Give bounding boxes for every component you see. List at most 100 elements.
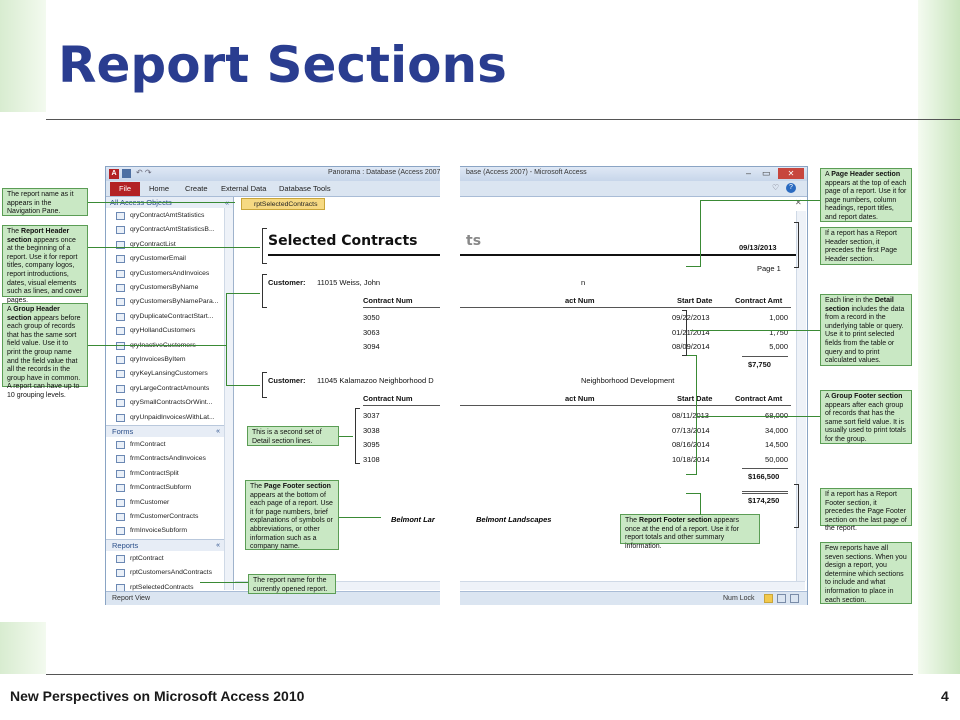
- connector-group-header-2: [226, 385, 260, 386]
- connector-page-footer: [339, 517, 381, 518]
- group-total-rule: [742, 355, 788, 357]
- tab-home[interactable]: Home: [149, 184, 170, 193]
- close-doc-icon[interactable]: ✕: [795, 198, 802, 207]
- customer-name: 11015 Weiss, John: [317, 278, 381, 287]
- nav-item-form[interactable]: frmContractSubform: [106, 481, 224, 495]
- report-title: Selected Contracts: [268, 233, 418, 249]
- connector-group-header-v: [226, 293, 227, 386]
- nav-item-label: qryCustomersByNamePara...: [130, 298, 219, 306]
- callout-text: The report name for the currently opened…: [253, 577, 328, 593]
- object-icon: [116, 384, 125, 393]
- bracket-second-detail: [355, 408, 360, 464]
- tab-file[interactable]: File: [110, 182, 140, 196]
- nav-item-query[interactable]: qryContractAmtStatisticsB...: [106, 223, 224, 237]
- report-date: 09/13/2013: [739, 243, 777, 252]
- callout-term: Group Header section: [7, 306, 60, 322]
- callout-text: A: [7, 306, 14, 313]
- nav-item-label: frmCustomerContracts: [130, 513, 199, 520]
- callout-few-reports: Few reports have all seven sections. Whe…: [820, 542, 912, 604]
- nav-item-query[interactable]: qryDuplicateContractStart...: [106, 310, 224, 324]
- nav-item-query[interactable]: qryKeyLansingCustomers: [106, 367, 224, 381]
- ribbon-collapse-icon[interactable]: ♡: [772, 183, 780, 192]
- detail-contract-num: 3038: [363, 425, 380, 435]
- callout-text: appears before each group of records tha…: [7, 314, 81, 399]
- nav-item-query[interactable]: qryContractList: [106, 238, 224, 252]
- callout-term: Detail section: [825, 297, 894, 313]
- detail-contract-amt: 14,500: [765, 440, 788, 449]
- customer-label: Customer:: [268, 278, 306, 287]
- nav-item-query[interactable]: qryHollandCustomers: [106, 324, 224, 338]
- callout-text: Few reports have all seven sections. Whe…: [825, 545, 907, 604]
- window-title-left: Panorama : Database (Access 2007): [328, 169, 443, 176]
- callout-text: If a report has a Report Footer section,…: [825, 491, 907, 533]
- nav-item-query[interactable]: qryUnpaidInvoicesWithLat...: [106, 411, 224, 425]
- horizontal-scrollbar[interactable]: [235, 581, 805, 590]
- detail-contract-amt: 5,000: [769, 342, 788, 351]
- tab-external-data[interactable]: External Data: [221, 184, 267, 193]
- nav-scrollbar[interactable]: [224, 208, 233, 590]
- bracket-group-header-2: [262, 372, 267, 398]
- help-icon[interactable]: ?: [786, 183, 796, 193]
- callout-second-detail: This is a second set of Detail section l…: [247, 426, 339, 446]
- nav-item-label: qryHollandCustomers: [130, 327, 196, 335]
- nav-group-label: Forms: [112, 427, 134, 436]
- callout-report-header-page: If a report has a Report Header section,…: [820, 227, 912, 265]
- report-view-icon[interactable]: [764, 594, 773, 603]
- bracket-report-header-right: [794, 222, 799, 268]
- minimize-icon[interactable]: –: [746, 168, 752, 178]
- nav-item-label: qryLargeContractAmounts: [130, 384, 210, 392]
- tab-create[interactable]: Create: [185, 184, 208, 193]
- nav-item-label: qryContractAmtStatisticsB...: [130, 226, 215, 234]
- collapse-icon[interactable]: «: [216, 541, 220, 549]
- column-header-rule: [363, 307, 791, 308]
- nav-item-query[interactable]: qryCustomerEmail: [106, 252, 224, 266]
- nav-item-report[interactable]: rptCustomersAndContracts: [106, 566, 224, 580]
- nav-item-query[interactable]: qrySmallContractsOrWint...: [106, 396, 224, 410]
- nav-item-form[interactable]: frmContract: [106, 438, 224, 452]
- nav-item-query[interactable]: qryContractAmtStatistics: [106, 209, 224, 223]
- undo-icon[interactable]: ↶ ↷: [136, 168, 152, 177]
- nav-group-forms[interactable]: Forms «: [106, 425, 224, 437]
- nav-item-query[interactable]: qryInvoicesByItem: [106, 353, 224, 367]
- nav-item-label: frmContractSubform: [130, 484, 192, 492]
- connector-group-footer: [696, 416, 820, 417]
- collapse-icon[interactable]: «: [216, 428, 220, 435]
- report-title-ghost: ts: [466, 233, 482, 249]
- object-icon: [116, 413, 125, 422]
- callout-term: Page Header section: [831, 171, 901, 178]
- vertical-scrollbar[interactable]: [796, 211, 806, 581]
- document-tab[interactable]: rptSelectedContracts: [241, 198, 325, 210]
- design-view-icon[interactable]: [790, 594, 799, 603]
- nav-item-label: qryKeyLansingCustomers: [130, 370, 208, 378]
- nav-item-form[interactable]: frmContractsAndInvoices: [106, 452, 224, 466]
- nav-item-query[interactable]: qryLargeContractAmounts: [106, 382, 224, 396]
- print-preview-icon[interactable]: [777, 594, 786, 603]
- grand-total-rule-1: [742, 491, 788, 492]
- callout-text: The: [7, 228, 22, 235]
- detail-contract-num: 3037: [363, 411, 380, 420]
- restore-icon[interactable]: ▭: [762, 168, 771, 178]
- tab-database-tools[interactable]: Database Tools: [279, 184, 331, 193]
- detail-contract-num: 3050: [363, 313, 380, 322]
- detail-start-date: 10/18/2014: [672, 454, 710, 464]
- nav-group-reports[interactable]: Reports«: [106, 538, 224, 551]
- nav-item-query[interactable]: qryCustomersByName: [106, 281, 224, 295]
- column-header-contract-num: Contract Num: [363, 296, 413, 305]
- callout-text: appears once at the end of a report. Use…: [625, 517, 740, 550]
- grand-total-rule-2: [742, 493, 788, 494]
- close-icon[interactable]: ✕: [778, 168, 804, 179]
- save-icon[interactable]: [122, 169, 131, 178]
- nav-item-query[interactable]: qryCustomersByNamePara...: [106, 295, 224, 309]
- nav-item-form[interactable]: frmInvoiceSubform: [106, 524, 224, 538]
- column-header-contract-ghost: act Num: [565, 296, 595, 305]
- nav-item-query[interactable]: qryCustomersAndInvoices: [106, 267, 224, 281]
- detail-contract-amt: 1,750: [769, 327, 788, 337]
- object-icon: [116, 554, 125, 563]
- nav-item-form[interactable]: frmCustomerContracts: [106, 510, 224, 524]
- slide-title: Report Sections: [58, 36, 507, 94]
- object-icon: [116, 212, 125, 220]
- nav-item-form[interactable]: frmCustomer: [106, 496, 224, 510]
- nav-item-report[interactable]: rptContract: [106, 552, 224, 566]
- nav-item-form[interactable]: frmContractSplit: [106, 467, 224, 481]
- nav-item-label: rptCustomersAndContracts: [130, 569, 212, 577]
